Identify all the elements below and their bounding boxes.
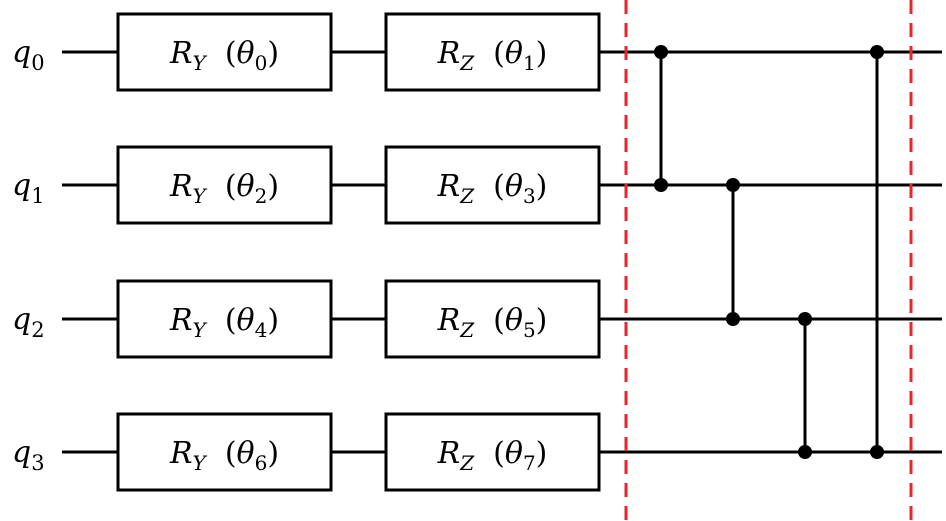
gate-label: RY (θ0)	[169, 36, 279, 75]
qubit-label-1: q1	[12, 168, 45, 208]
gate-axis: Z	[459, 451, 475, 475]
gate-paren-close: )	[536, 436, 548, 471]
gate-param: θ	[237, 436, 255, 471]
controlled-z-gates	[654, 45, 884, 459]
cz-control-dot	[798, 312, 812, 326]
barrier-lines	[624, 0, 913, 521]
gate-axis: Y	[193, 318, 208, 342]
gate-param: θ	[237, 36, 255, 71]
cz-control-dot	[726, 178, 740, 192]
gate-param: θ	[505, 169, 523, 204]
gate-op: R	[169, 303, 193, 338]
gate-param-index: 3	[523, 184, 536, 208]
gate-paren-open: (	[474, 436, 505, 471]
gate-label: RZ (θ5)	[437, 303, 548, 342]
gate-paren-open: (	[206, 36, 237, 71]
gate-box	[116, 12, 333, 92]
qubit-label-index: 1	[31, 184, 44, 208]
gate-label: RZ (θ7)	[437, 436, 548, 475]
gate-rz-theta3: RZ (θ3)	[384, 145, 601, 225]
gate-paren-close: )	[536, 169, 548, 204]
gate-op: R	[437, 36, 461, 71]
gate-box	[116, 279, 333, 359]
gate-paren-close: )	[267, 303, 279, 338]
qubit-label-3: q3	[12, 435, 45, 475]
rotation-gates: RY (θ0)RZ (θ1)RY (θ2)RZ (θ3)RY (θ4)RZ (θ…	[116, 12, 601, 492]
cz-control-dot	[654, 178, 668, 192]
qubit-label-name: q	[12, 168, 31, 203]
gate-axis: Y	[193, 451, 208, 475]
qubit-label-name: q	[12, 35, 31, 70]
cz-control-dot	[726, 312, 740, 326]
qubit-label-index: 0	[31, 51, 44, 75]
gate-param-index: 2	[255, 184, 268, 208]
gate-label: RY (θ4)	[169, 303, 279, 342]
gate-rz-theta1: RZ (θ1)	[384, 12, 601, 92]
qubit-label-0: q0	[12, 35, 45, 75]
gate-param-index: 4	[255, 318, 268, 342]
gate-paren-open: (	[474, 36, 505, 71]
gate-ry-theta0: RY (θ0)	[116, 12, 333, 92]
gate-param-index: 0	[255, 51, 268, 75]
gate-ry-theta2: RY (θ2)	[116, 145, 333, 225]
gate-box	[116, 145, 333, 225]
gate-label: RZ (θ3)	[437, 169, 548, 208]
gate-paren-open: (	[206, 303, 237, 338]
gate-label: RY (θ2)	[169, 169, 279, 208]
gate-op: R	[169, 436, 193, 471]
gate-paren-close: )	[267, 36, 279, 71]
gate-paren-open: (	[474, 169, 505, 204]
gate-paren-open: (	[474, 303, 505, 338]
gate-ry-theta6: RY (θ6)	[116, 412, 333, 492]
gate-box	[116, 412, 333, 492]
qubit-label-2: q2	[12, 302, 45, 342]
gate-rz-theta7: RZ (θ7)	[384, 412, 601, 492]
gate-param-index: 1	[523, 51, 536, 75]
gate-rz-theta5: RZ (θ5)	[384, 279, 601, 359]
qubit-label-name: q	[12, 302, 31, 337]
gate-param: θ	[505, 436, 523, 471]
gate-paren-open: (	[206, 436, 237, 471]
gate-param-index: 6	[255, 451, 268, 475]
gate-op: R	[169, 169, 193, 204]
cz-control-dot	[870, 45, 884, 59]
gate-box	[384, 145, 601, 225]
gate-param: θ	[237, 169, 255, 204]
gate-paren-close: )	[267, 436, 279, 471]
gate-paren-open: (	[206, 169, 237, 204]
qubit-label-index: 2	[31, 318, 44, 342]
gate-axis: Y	[193, 51, 208, 75]
gate-op: R	[169, 36, 193, 71]
gate-param: θ	[505, 303, 523, 338]
gate-axis: Z	[459, 318, 475, 342]
gate-ry-theta4: RY (θ4)	[116, 279, 333, 359]
gate-param-index: 7	[523, 451, 536, 475]
qubit-label-name: q	[12, 435, 31, 470]
gate-op: R	[437, 436, 461, 471]
gate-param-index: 5	[523, 318, 536, 342]
gate-axis: Z	[459, 184, 475, 208]
gate-param: θ	[505, 36, 523, 71]
gate-op: R	[437, 303, 461, 338]
cz-control-dot	[654, 45, 668, 59]
gate-label: RZ (θ1)	[437, 36, 548, 75]
gate-axis: Y	[193, 184, 208, 208]
gate-box	[384, 279, 601, 359]
qubit-label-index: 3	[31, 451, 44, 475]
cz-control-dot	[798, 445, 812, 459]
gate-paren-close: )	[536, 303, 548, 338]
gate-box	[384, 412, 601, 492]
gate-paren-close: )	[267, 169, 279, 204]
gate-box	[384, 12, 601, 92]
cz-control-dot	[870, 445, 884, 459]
gate-param: θ	[237, 303, 255, 338]
gate-axis: Z	[459, 51, 475, 75]
qubit-wires	[62, 50, 942, 454]
gate-op: R	[437, 169, 461, 204]
gate-paren-close: )	[536, 36, 548, 71]
gate-label: RY (θ6)	[169, 436, 279, 475]
